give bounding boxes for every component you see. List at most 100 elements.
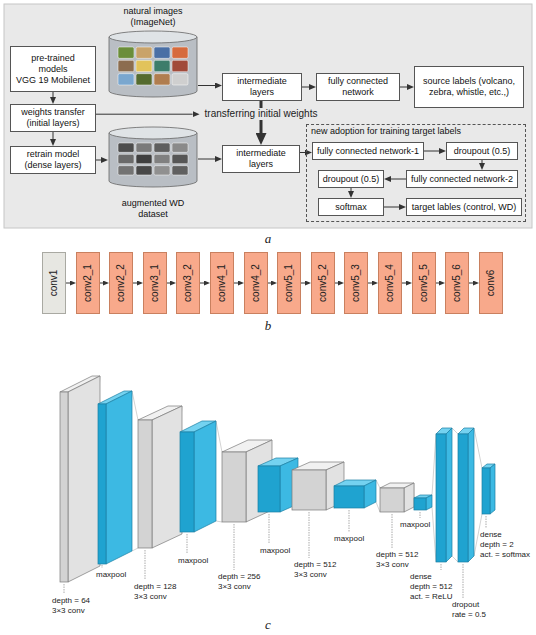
layer-box: conv4_1 <box>210 252 234 314</box>
block-front <box>458 434 468 562</box>
image-tile <box>154 60 170 71</box>
block-side <box>152 406 182 548</box>
image-tile <box>136 60 152 71</box>
node-label: fully connected network <box>320 76 396 98</box>
dataset-cylinder: augmented WD dataset <box>108 126 198 222</box>
pool-block <box>414 495 432 510</box>
node-label: conv3_2 <box>182 264 194 302</box>
process-box: fully connected network-1 <box>312 142 424 160</box>
process-box: intermediate layers <box>222 73 302 101</box>
process-box: intermediate layers <box>222 145 300 173</box>
leader-line <box>187 534 188 554</box>
arrow-connector <box>234 283 238 284</box>
node-label: weights transfer (initial layers) <box>14 107 92 129</box>
layer-annotation: depth = 512 <box>294 560 336 570</box>
weights-arrow <box>96 114 193 115</box>
node-label: retrain model (dense layers) <box>14 149 92 171</box>
arrow-connector <box>424 151 439 152</box>
arrow-connector <box>198 159 215 160</box>
link-line <box>452 556 458 562</box>
block-side <box>446 428 452 562</box>
leader-line <box>420 512 421 518</box>
link-line <box>376 480 380 488</box>
block-front <box>222 452 246 522</box>
edge-label: transferring initial weights <box>203 108 320 120</box>
panel-ground <box>4 4 532 228</box>
node-label: VGG 19 Mobilenet <box>16 75 90 86</box>
layer-box: conv3_1 <box>143 252 167 314</box>
node-label: conv1 <box>48 270 60 297</box>
block-front <box>334 486 364 508</box>
arrow-connector <box>400 87 407 88</box>
block-side <box>404 483 414 512</box>
node-label: fully connected network-1 <box>317 146 419 157</box>
block-front <box>482 468 490 514</box>
layer-box: conv5_4 <box>378 252 402 314</box>
layer-box: conv5_5 <box>412 252 436 314</box>
link-line <box>132 391 138 420</box>
layer-box: conv2_1 <box>76 252 100 314</box>
image-tile <box>172 154 188 163</box>
layer-box: conv3_2 <box>176 252 200 314</box>
block-side <box>364 480 376 508</box>
block-front <box>98 404 106 564</box>
image-tile <box>136 47 152 58</box>
layer-annotation: maxpool <box>96 570 126 580</box>
process-box: source labels (volcano, zebra, whistle, … <box>414 66 524 108</box>
arrow-connector <box>402 283 406 284</box>
layer-annotation: maxpool <box>400 520 430 530</box>
pool-block <box>334 480 376 508</box>
link-line <box>376 502 380 512</box>
block-side <box>426 495 432 510</box>
layer-annotation: depth = 256 <box>218 572 260 582</box>
pool-block <box>482 464 495 514</box>
node-label: new adoption for training target labels <box>311 126 461 137</box>
arrow-connector <box>368 283 372 284</box>
pool-block <box>98 391 132 564</box>
cylinder-body <box>109 133 197 187</box>
block-front <box>380 488 404 512</box>
node-label: natural images (ImageNet) <box>108 6 198 28</box>
node-label: source labels (volcano, zebra, whistle, … <box>418 76 520 98</box>
layer-annotation: depth = 128 <box>134 582 176 592</box>
node-label: conv5_1 <box>283 264 295 302</box>
panel-letter: a <box>265 231 272 246</box>
leader-line <box>234 524 235 570</box>
image-tile <box>154 154 170 163</box>
pool-block <box>436 428 452 562</box>
image-tile <box>154 47 170 58</box>
arrow-connector <box>53 132 54 139</box>
link-line <box>432 434 436 495</box>
arrow-connector <box>469 283 473 284</box>
layer-annotation: 3×3 conv <box>134 592 167 602</box>
layer-annotation: act. = softmax <box>480 550 530 560</box>
block-front <box>60 392 68 582</box>
arrow-connector <box>391 179 406 180</box>
process-box: fully connected network <box>316 73 400 101</box>
layer-annotation: act. = ReLU <box>410 592 452 602</box>
arrow-connector <box>96 160 101 161</box>
block-front <box>292 470 326 510</box>
layer-box: conv5_2 <box>311 252 335 314</box>
node-label: conv4_1 <box>216 264 228 302</box>
block-front <box>180 432 194 532</box>
pool-block <box>180 421 216 532</box>
process-box: fully connected network-2 <box>406 170 518 188</box>
arrow-connector <box>335 283 338 284</box>
leader-line <box>64 584 65 594</box>
image-tile <box>118 47 134 58</box>
dataset-cylinder: natural images (ImageNet) <box>108 6 198 98</box>
layer-annotation: dropout <box>452 600 479 610</box>
arrow-connector <box>300 152 305 153</box>
layer-box: conv2_2 <box>109 252 133 314</box>
layer-annotation: 3×3 conv <box>218 582 251 592</box>
arrow-connector <box>268 283 271 284</box>
block-front <box>138 420 152 548</box>
block-front <box>436 434 446 562</box>
layer-annotation: depth = 512 <box>376 550 418 560</box>
image-tile <box>136 166 152 175</box>
layer-annotation: dense <box>410 572 432 582</box>
leader-line <box>392 514 393 548</box>
layer-annotation: 3×3 conv <box>376 560 409 570</box>
